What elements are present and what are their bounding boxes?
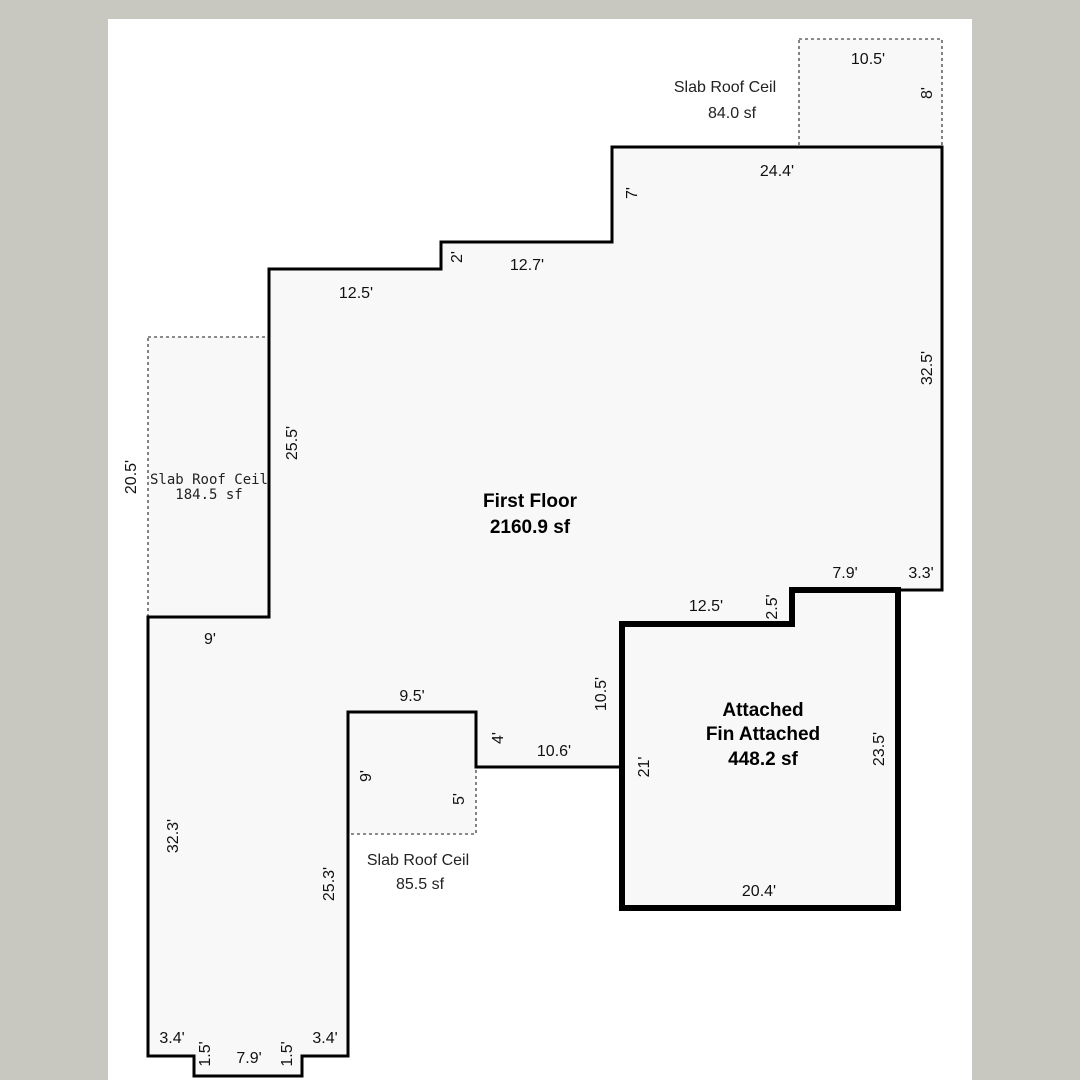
slab-left-name: Slab Roof Ceil [150, 472, 268, 488]
dim-wall-12-5-mid: 12.5' [689, 598, 723, 615]
first-floor-name: First Floor [483, 491, 578, 512]
dim-top-wall: 24.4' [760, 163, 794, 180]
slab-bottom-name: Slab Roof Ceil [367, 852, 469, 869]
dim-top-slab-height: 8' [919, 87, 936, 99]
slab-room-top [798, 38, 943, 148]
dim-wall-10-6: 10.6' [537, 743, 571, 760]
dim-bottom-1-5-left: 1.5' [197, 1041, 214, 1066]
dim-bottom-3-4-right: 3.4' [312, 1030, 337, 1047]
dim-bottom-1-5-right: 1.5' [279, 1041, 296, 1066]
first-floor-area: 2160.9 sf [490, 517, 571, 538]
attached-subname: Fin Attached [706, 724, 820, 745]
dim-wall-12-7: 12.7' [510, 257, 544, 274]
dim-step-7: 7' [624, 187, 641, 199]
dim-bottom-3-4-left: 3.4' [159, 1030, 184, 1047]
dim-wall-9-5: 9.5' [399, 688, 424, 705]
dim-bottom-slab-left: 9' [358, 770, 375, 782]
dim-attached-left: 21' [636, 757, 653, 778]
dim-attached-bottom: 20.4' [742, 883, 776, 900]
dim-attached-right: 23.5' [871, 732, 888, 766]
dim-wall-10-5: 10.5' [593, 677, 610, 711]
slab-left-area: 184.5 sf [175, 487, 242, 503]
dim-left-upper-wall: 25.5' [284, 426, 301, 460]
attached-room-outline [619, 587, 901, 911]
floor-plan: First Floor 2160.9 sf Attached Fin Attac… [123, 38, 944, 1078]
dim-wall-12-5-top: 12.5' [339, 285, 373, 302]
dim-inner-wall-25-3: 25.3' [321, 867, 338, 901]
slab-top-name: Slab Roof Ceil [674, 79, 776, 96]
dim-top-slab-width: 10.5' [851, 51, 885, 68]
floor-plan-sheet: First Floor 2160.9 sf Attached Fin Attac… [108, 19, 972, 1080]
slab-room-left [147, 336, 270, 618]
dim-step-4: 4' [490, 732, 507, 744]
dim-step-2: 2' [449, 251, 466, 263]
slab-top-area: 84.0 sf [708, 105, 757, 122]
dim-left-lower-wall: 32.3' [165, 819, 182, 853]
attached-name: Attached [722, 700, 803, 721]
dim-bottom-slab-right: 5' [451, 793, 468, 805]
dim-bottom-7-9: 7.9' [236, 1050, 261, 1067]
dim-wall-3-3: 3.3' [908, 565, 933, 582]
slab-bottom-area: 85.5 sf [396, 876, 445, 893]
dim-left-slab-height: 20.5' [123, 460, 140, 494]
attached-area: 448.2 sf [728, 749, 798, 770]
dim-wall-9: 9' [204, 631, 216, 648]
dim-wall-7-9-right: 7.9' [832, 565, 857, 582]
dim-step-2-5: 2.5' [764, 594, 781, 619]
dim-right-wall: 32.5' [919, 351, 936, 385]
